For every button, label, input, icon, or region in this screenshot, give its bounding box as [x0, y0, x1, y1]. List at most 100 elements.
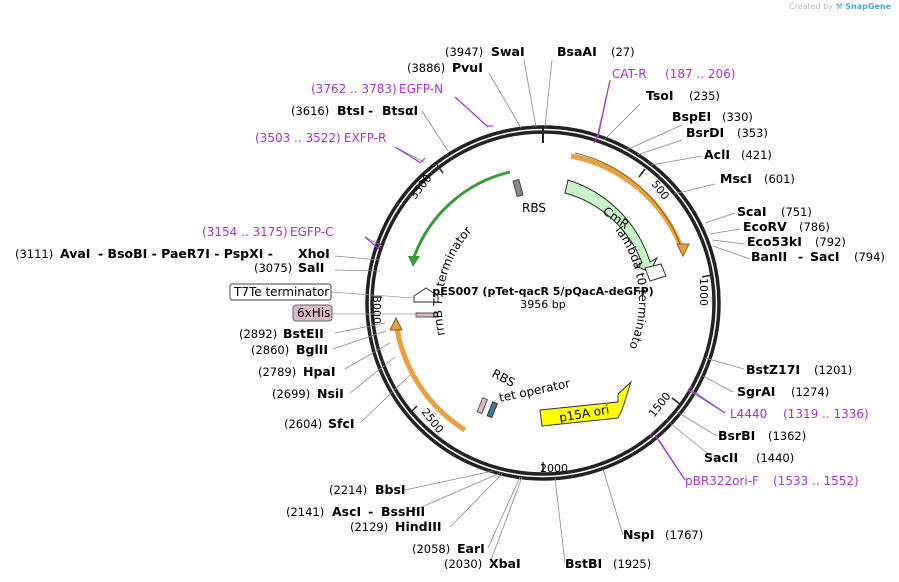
enzyme-bsaai[interactable]: BsaAI (27) — [557, 44, 635, 59]
pvui-pos: (3886) — [407, 61, 445, 75]
primer-egfp-n[interactable]: (3762 .. 3783) EGFP-N — [311, 82, 443, 96]
t7te-terminator-label: T7Te terminator — [233, 285, 329, 299]
sacii-pos: (1440) — [756, 451, 794, 465]
enzyme-hindiii[interactable]: (2129) HindIII — [350, 519, 442, 534]
btsi-name2: BtsαI — [382, 103, 418, 118]
plasmid-length: 3956 bp — [520, 298, 565, 311]
primer-l4440[interactable]: L4440 (1319 .. 1336) — [730, 407, 869, 421]
feature-labels: RBS CmR lambda t0 terminator rrnB T1 ter… — [0, 0, 650, 425]
msci-name: MscI — [720, 171, 752, 186]
enzyme-bbsi[interactable]: (2214) BbsI — [329, 482, 406, 497]
eco53ki-name: Eco53kI — [747, 234, 802, 249]
eco53ki-pos: (792) — [815, 235, 846, 249]
bsrdi-pos: (353) — [737, 126, 768, 140]
primer-exfp-r[interactable]: (3503 .. 3522) EXFP-R — [255, 131, 386, 145]
enzyme-banii[interactable]: BanII - SacI (794) — [751, 249, 885, 264]
plasmid-name: pES007 (pTet-qacR 5/pQacA-deGFP) — [432, 285, 653, 298]
enzyme-msci[interactable]: MscI (601) — [720, 171, 795, 186]
enzyme-btsi[interactable]: (3616) BtsI - BtsαI — [291, 103, 418, 118]
enzyme-bstbi[interactable]: BstBI (1925) — [565, 556, 651, 571]
small-promoter-outline — [644, 263, 667, 282]
snapgene-logo-icon: ⚒ — [835, 2, 843, 11]
enzyme-bstz17i[interactable]: BstZ17I (1201) — [746, 362, 852, 377]
rbs-top-marker — [512, 178, 524, 198]
rbs-top-label: RBS — [522, 201, 546, 215]
tsoi-pos: (235) — [689, 89, 720, 103]
enzyme-hpai[interactable]: (2789) HpaI — [258, 364, 336, 379]
btsi-sep: - — [368, 103, 373, 118]
enzyme-nsii[interactable]: (2699) NsiI — [272, 386, 344, 401]
enzyme-bglii[interactable]: (2860) BglII — [251, 342, 328, 357]
sali-pos: (3075) — [254, 261, 292, 275]
enzyme-sacii[interactable]: SacII (1440) — [704, 450, 794, 465]
egfp-n-name: EGFP-N — [399, 82, 443, 96]
6xhis-marker — [415, 312, 439, 318]
exfp-r-pos: (3503 .. 3522) — [255, 131, 341, 145]
swai-name: SwaI — [491, 44, 525, 59]
enzyme-sali[interactable]: (3075) SalI — [254, 260, 324, 275]
enzyme-avai[interactable]: (3111) AvaI - BsoBI - PaeR7I - PspXI - X… — [15, 246, 330, 261]
orange-feature-bottom-arc — [393, 321, 467, 433]
enzyme-acli[interactable]: AclI (421) — [704, 147, 772, 162]
asci-pos: (2141) — [286, 505, 324, 519]
6xhis-box[interactable]: 6xHis — [292, 304, 416, 322]
enzyme-asci[interactable]: (2141) AscI - BssHII — [286, 504, 425, 519]
asci-name: AscI — [332, 504, 361, 519]
tsoi-name: TsoI — [646, 88, 674, 103]
enzyme-xbai[interactable]: (2030) XbaI — [444, 556, 521, 571]
enzyme-swai[interactable]: (3947) SwaI — [445, 44, 525, 59]
primer-pbr322ori-f[interactable]: pBR322ori-F (1533 .. 1552) — [685, 474, 859, 488]
enzyme-scai[interactable]: ScaI (751) — [737, 204, 812, 219]
primer-cat-r[interactable]: CAT-R (187 .. 206) — [612, 67, 735, 81]
banii-name: BanII — [751, 249, 787, 264]
snapgene-watermark: Created by ⚒ SnapGene — [789, 2, 891, 11]
bsrbi-name: BsrBI — [718, 428, 755, 443]
rrnb-t1-label-path: rrnB T1 terminator — [431, 224, 475, 338]
bstz17i-pos: (1201) — [814, 363, 852, 377]
avai-sep: - BsoBI - PaeR7I - PspXI - — [98, 246, 273, 261]
enzyme-eari[interactable]: (2058) EarI — [412, 541, 485, 556]
enzyme-bsteii[interactable]: (2892) BstEII — [239, 326, 324, 341]
egfp-n-pos: (3762 .. 3783) — [311, 82, 397, 96]
enzyme-ecorv[interactable]: EcoRV (786) — [743, 219, 830, 234]
xbai-pos: (2030) — [444, 557, 482, 571]
sacii-name: SacII — [704, 450, 738, 465]
bstbi-name: BstBI — [565, 556, 602, 571]
enzyme-nspi[interactable]: NspI (1767) — [623, 527, 703, 542]
rbs-bottom-marker — [476, 397, 489, 415]
pbr322ori-f-pos: (1533 .. 1552) — [773, 474, 859, 488]
asci-name2: BssHII — [381, 504, 425, 519]
rrnb-t1-label: rrnB T1 terminator — [431, 224, 475, 338]
bstz17i-name: BstZ17I — [746, 362, 800, 377]
sgrai-name: SgrAI — [737, 384, 775, 399]
egfp-c-pos: (3154 .. 3175) — [202, 225, 288, 239]
enzyme-pvui[interactable]: (3886) PvuI — [407, 60, 483, 75]
bsaai-pos: (27) — [611, 45, 635, 59]
banii-pos: (794) — [854, 250, 885, 264]
enzyme-sfci[interactable]: (2604) SfcI — [284, 416, 355, 431]
l4440-name: L4440 — [730, 407, 767, 421]
enzyme-eco53ki[interactable]: Eco53kI (792) — [747, 234, 846, 249]
enzyme-bspei[interactable]: BspEI (330) — [672, 109, 753, 124]
nsii-name: NsiI — [317, 386, 344, 401]
tet-operator-marker — [486, 401, 499, 419]
hpai-pos: (2789) — [258, 365, 296, 379]
enzyme-bsrbi[interactable]: BsrBI (1362) — [718, 428, 806, 443]
primer-egfp-c[interactable]: (3154 .. 3175) EGFP-C — [202, 225, 333, 239]
p15a-ori-arrow — [539, 380, 633, 427]
banii-sep: - — [798, 249, 803, 264]
ecorv-name: EcoRV — [743, 219, 787, 234]
t7te-box[interactable]: T7Te terminator — [229, 283, 414, 301]
acli-pos: (421) — [741, 148, 772, 162]
bspei-pos: (330) — [722, 110, 753, 124]
green-arrowhead — [408, 256, 420, 267]
enzyme-tsoi[interactable]: TsoI (235) — [646, 88, 720, 103]
enzyme-bsrdi[interactable]: BsrDI (353) — [686, 125, 768, 140]
sali-name: SalI — [298, 260, 324, 275]
leader-lines — [332, 59, 751, 564]
nspi-pos: (1767) — [665, 528, 703, 542]
enzyme-sgrai[interactable]: SgrAI (1274) — [737, 384, 829, 399]
bsteii-pos: (2892) — [239, 327, 277, 341]
l4440-pos: (1319 .. 1336) — [783, 407, 869, 421]
